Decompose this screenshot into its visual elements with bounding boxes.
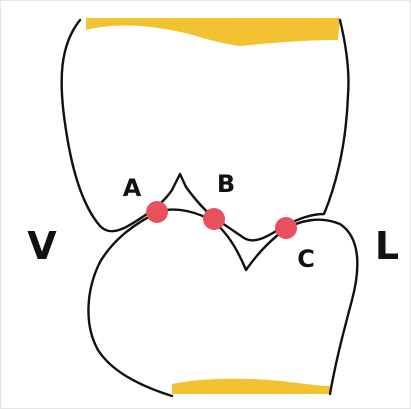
upper-enamel-band xyxy=(86,18,340,46)
contact-point-b-label: B xyxy=(217,170,235,198)
side-label-left: V xyxy=(27,224,57,268)
contact-point-a-dot xyxy=(146,201,168,223)
contact-point-b-dot xyxy=(203,208,225,230)
lower-enamel-band xyxy=(172,379,330,394)
lower-tooth-outline xyxy=(88,210,357,396)
side-label-right: L xyxy=(375,224,399,268)
upper-tooth-outline xyxy=(62,20,349,240)
contact-point-c-dot xyxy=(275,217,297,239)
contact-point-a-label: A xyxy=(123,174,142,202)
contact-point-c-label: C xyxy=(297,245,315,273)
